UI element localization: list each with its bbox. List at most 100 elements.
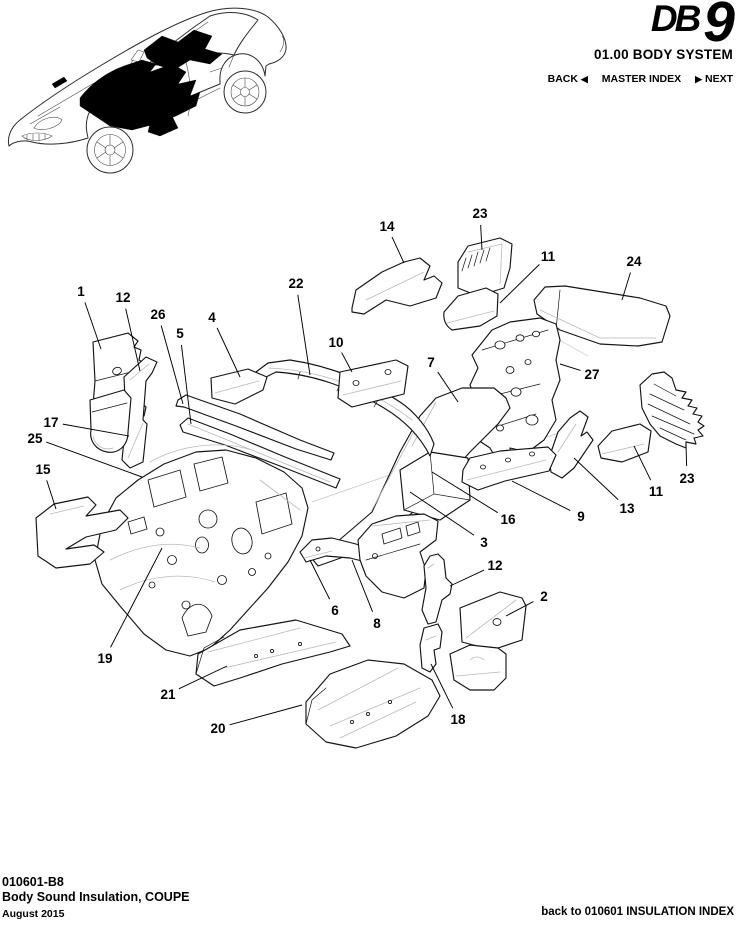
next-arrow-icon: ▶ [695,73,703,84]
leader-line-15 [46,480,57,510]
part-23-top [457,237,513,297]
leader-line-5 [180,344,192,425]
document-date: August 2015 [2,907,65,920]
callout-25: 25 [27,431,43,446]
callout-3: 3 [480,535,488,550]
part-11-top [443,287,499,331]
callout-5: 5 [176,326,184,341]
callout-21: 21 [160,687,176,702]
part-5 [179,417,341,489]
callout-1: 1 [77,284,85,299]
car-hood-seam-1 [37,82,95,117]
nav-master-index-button[interactable]: MASTER INDEX [601,73,682,86]
footer-left: 010601-B8 Body Sound Insulation, COUPE A… [2,875,190,920]
leader-line-7 [437,371,459,403]
callout-20: 20 [210,721,225,736]
car-body-outline [7,7,287,147]
car-insulation-sill-highlight [51,76,68,89]
leader-line-14 [391,236,405,264]
leader-line-19 [110,547,163,648]
projection-line-2 [311,471,399,503]
callout-23: 23 [679,471,695,486]
car-rear-wheel [223,70,267,114]
leader-line-11 [499,264,540,304]
callout-8: 8 [373,616,381,631]
document-title: Body Sound Insulation, COUPE [2,890,190,905]
part-10 [337,359,409,408]
leader-line-23 [480,224,483,251]
leader-line-12 [449,569,485,587]
part-12-right [421,553,453,625]
part-23-right [639,371,705,449]
part-2 [459,591,527,651]
callout-12: 12 [115,290,130,305]
header-nav: BACK ◀ MASTER INDEX ▶ NEXT [548,73,733,85]
back-to-index-link[interactable]: back to 010601 INSULATION INDEX [541,906,734,918]
document-code: 010601-B8 [2,875,64,889]
callout-2: 2 [540,589,548,604]
callout-22: 22 [288,276,303,291]
part-14 [351,257,443,315]
part-21 [195,619,351,687]
nav-next-label: NEXT [704,73,733,86]
car-grille [21,132,53,141]
db9-logo-db: DB [650,0,701,39]
system-title: 01.00 BODY SYSTEM [594,47,733,63]
nav-back-button[interactable]: BACK ◀ [548,73,588,85]
callout-7: 7 [427,355,435,370]
leader-line-27 [559,363,581,371]
part-12-left [121,356,158,469]
leader-line-9 [511,480,571,511]
leader-line-11 [633,445,652,481]
back-arrow-icon: ◀ [580,73,588,84]
part-18 [419,623,443,673]
part-15 [35,496,129,569]
car-insulation-rear-highlight [143,29,223,71]
db9-logo: DB 9 [548,0,735,51]
leader-line-21 [178,665,228,690]
leader-line-2 [505,601,534,617]
callout-19: 19 [97,651,112,666]
leader-line-12 [125,308,141,372]
callout-26: 26 [150,307,166,322]
leader-line-4 [216,327,241,378]
leader-line-1 [84,302,102,350]
leader-line-23 [685,444,688,467]
nav-back-label: BACK [547,73,578,86]
leader-line-22 [297,294,311,376]
car-hood-seam-2 [29,106,61,125]
callout-15: 15 [35,462,51,477]
page-header: DB 9 01.00 BODY SYSTEM BACK ◀ MASTER IND… [548,0,735,85]
callout-9: 9 [577,509,585,524]
car-front-wheel [86,126,134,174]
callout-23: 23 [472,206,488,221]
leader-line-24 [621,272,631,301]
callout-6: 6 [331,603,339,618]
part-2-lower [449,644,507,691]
part-9 [461,446,557,491]
leader-line-13 [573,457,619,501]
car-door-handle [209,67,223,73]
leader-line-10 [341,352,353,373]
callout-13: 13 [619,501,635,516]
callout-4: 4 [208,310,216,325]
leader-line-26 [160,325,184,405]
part-13 [548,410,594,479]
callout-27: 27 [584,367,599,382]
callout-16: 16 [500,512,516,527]
part-25-19-bulkhead [94,444,309,657]
callout-11: 11 [649,484,664,499]
leader-line-16 [431,471,499,514]
leader-line-8 [351,559,374,613]
car-insulation-tunnel-highlight [147,115,179,137]
leader-line-25 [46,441,143,478]
part-24 [533,285,671,347]
leader-line-20 [229,704,303,726]
car-inset [7,7,287,174]
callout-10: 10 [328,335,343,350]
exploded-parts [35,237,705,749]
part-26 [175,394,335,461]
nav-next-button[interactable]: ▶ NEXT [695,73,733,85]
callout-11: 11 [541,249,556,264]
